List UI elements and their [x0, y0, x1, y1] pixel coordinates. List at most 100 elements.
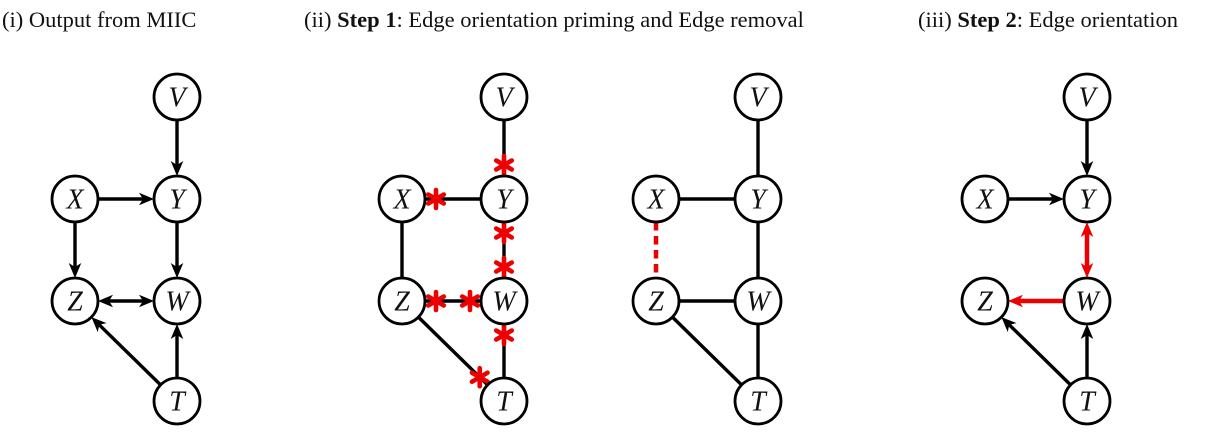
arrowhead-icon — [170, 161, 184, 176]
node-label: W — [165, 287, 191, 318]
asterisk-spoke — [493, 260, 515, 274]
node-label: X — [646, 185, 665, 216]
node-label: Y — [1079, 185, 1098, 216]
edge-T-W — [1080, 324, 1094, 378]
node-circle — [960, 174, 1010, 224]
edge-X-Y — [98, 192, 154, 206]
edge-X-Y — [1008, 192, 1064, 206]
edge-mark-asterisk-icon — [493, 221, 515, 245]
edge-Z-T — [671, 315, 743, 387]
node-circle — [377, 276, 427, 326]
panel-title-iii: (iii) Step 2: Edge orientation — [918, 6, 1178, 34]
node-X: X — [50, 174, 100, 224]
arrowhead-icon — [170, 324, 184, 339]
asterisk-spoke — [493, 158, 515, 172]
node-label: V — [1078, 83, 1098, 114]
node-circle — [1062, 276, 1112, 326]
edge-V-Y — [493, 120, 515, 177]
edge-mark-asterisk-icon — [493, 255, 515, 279]
asterisk-spoke — [493, 328, 515, 342]
node-circle — [733, 276, 783, 326]
edge-X-Z — [68, 222, 82, 278]
node-circle — [733, 174, 783, 224]
arrowhead-icon — [1080, 263, 1094, 278]
edge-line — [96, 322, 162, 387]
node-W: W — [1062, 276, 1112, 326]
title-prefix: (ii) — [304, 7, 338, 32]
node-circle — [479, 174, 529, 224]
node-label: X — [65, 185, 84, 216]
node-label: Y — [496, 185, 515, 216]
asterisk-spoke — [493, 226, 515, 240]
edge-line — [1006, 322, 1072, 387]
asterisk-spoke — [459, 294, 481, 308]
panel-title-ii: (ii) Step 1: Edge orientation priming an… — [304, 6, 804, 34]
node-X: X — [631, 174, 681, 224]
node-label: T — [169, 387, 187, 418]
edge-V-Y — [1080, 120, 1094, 176]
node-label: Y — [169, 185, 188, 216]
node-W: W — [733, 276, 783, 326]
edge-T-Z — [91, 317, 162, 387]
arrowhead-icon — [139, 192, 154, 206]
node-label: Y — [750, 185, 769, 216]
node-label: T — [1079, 387, 1097, 418]
edge-W-T — [493, 323, 515, 378]
node-Y: Y — [1062, 174, 1112, 224]
asterisk-spoke — [425, 192, 447, 206]
edge-mark-asterisk-icon — [459, 289, 481, 313]
node-Z: Z — [631, 276, 681, 326]
node-V: V — [1062, 72, 1112, 122]
node-label: V — [749, 83, 769, 114]
edge-mark-asterisk-icon — [469, 365, 490, 389]
edge-Y-W — [170, 222, 184, 278]
node-Y: Y — [479, 174, 529, 224]
node-T: T — [733, 376, 783, 426]
node-circle — [1062, 174, 1112, 224]
arrowhead-icon — [139, 294, 154, 308]
edge-mark-asterisk-icon — [425, 289, 447, 313]
node-V: V — [152, 72, 202, 122]
node-Z: Z — [50, 276, 100, 326]
title-bold: Step 1 — [337, 7, 397, 32]
asterisk-spoke — [425, 294, 447, 308]
node-Y: Y — [152, 174, 202, 224]
node-Y: Y — [733, 174, 783, 224]
node-circle — [631, 276, 681, 326]
arrowhead-icon — [1049, 192, 1064, 206]
graph-step1-removal: V X Y Z W T — [631, 72, 783, 426]
node-T: T — [152, 376, 202, 426]
node-V: V — [733, 72, 783, 122]
node-Z: Z — [960, 276, 1010, 326]
node-circle — [479, 376, 529, 426]
node-label: W — [746, 287, 772, 318]
node-circle — [479, 72, 529, 122]
edge-mark-asterisk-icon — [493, 323, 515, 347]
node-circle — [152, 376, 202, 426]
node-circle — [479, 276, 529, 326]
node-circle — [631, 174, 681, 224]
title-rest: : Edge orientation priming and Edge remo… — [396, 7, 804, 32]
arrowhead-icon — [1080, 161, 1094, 176]
edge-mark-asterisk-icon — [493, 153, 515, 177]
edge-X-Y — [425, 187, 481, 211]
node-Z: Z — [377, 276, 427, 326]
title-bold: Step 2 — [957, 7, 1017, 32]
title-rest: Output from MIIC — [28, 7, 197, 32]
node-circle — [1062, 376, 1112, 426]
edge-W-Z — [1008, 294, 1064, 308]
node-label: Z — [394, 287, 410, 318]
edge-line — [671, 315, 743, 387]
node-label: W — [1075, 287, 1101, 318]
edge-Z-W — [425, 289, 481, 313]
node-circle — [152, 174, 202, 224]
node-circle — [152, 276, 202, 326]
node-label: V — [168, 83, 188, 114]
edge-V-Y — [170, 120, 184, 176]
node-W: W — [479, 276, 529, 326]
node-label: X — [975, 185, 994, 216]
graph-step2-orientation: V X Y Z W T — [960, 72, 1112, 426]
arrowhead-icon — [1080, 222, 1094, 237]
